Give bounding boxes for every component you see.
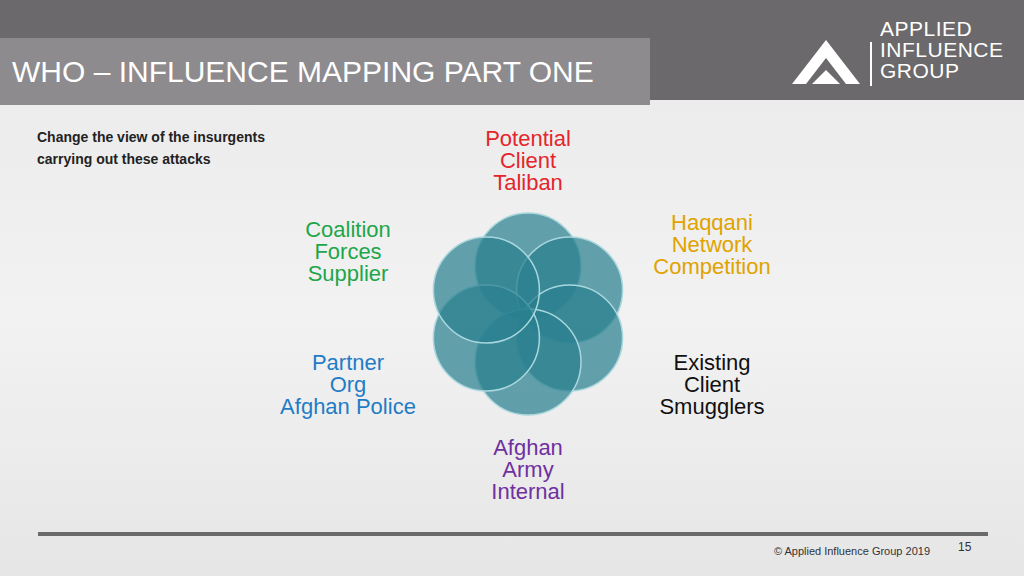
stakeholder-label: Supplier xyxy=(248,263,448,285)
page-number: 15 xyxy=(958,540,971,554)
stakeholder-group: Partner OrgAfghan Police xyxy=(248,352,448,418)
stakeholder-group: Existing ClientSmugglers xyxy=(612,352,812,418)
stakeholder-group: Haqqani NetworkCompetition xyxy=(612,212,812,278)
footer-rule xyxy=(38,532,988,536)
stakeholder-label: Coalition Forces xyxy=(298,219,398,263)
intro-note: Change the view of the insurgents carryi… xyxy=(37,126,292,170)
stakeholder-group: Coalition ForcesSupplier xyxy=(248,219,448,285)
slide-title: WHO – INFLUENCE MAPPING PART ONE xyxy=(12,52,594,92)
stakeholder-label: Haqqani Network xyxy=(662,212,762,256)
stakeholder-label: Afghan Police xyxy=(248,396,448,418)
logo-mark xyxy=(792,40,860,84)
stakeholder-label: Smugglers xyxy=(612,396,812,418)
influence-rosette xyxy=(433,213,622,415)
stakeholder-label: Existing Client xyxy=(662,352,762,396)
stakeholder-label: Taliban xyxy=(428,172,628,194)
logo-text: APPLIED INFLUENCE GROUP xyxy=(880,18,1002,81)
logo-divider xyxy=(870,42,872,86)
stakeholder-group: Afghan ArmyInternal xyxy=(428,437,628,503)
stakeholder-label: Partner Org xyxy=(298,352,398,396)
stakeholder-label: Competition xyxy=(612,256,812,278)
stakeholder-label: Afghan Army xyxy=(478,437,578,481)
stakeholder-label: Internal xyxy=(428,481,628,503)
footer-copyright: © Applied Influence Group 2019 xyxy=(700,544,930,558)
title-panel xyxy=(0,38,650,105)
stakeholder-label: Potential Client xyxy=(478,128,578,172)
stakeholder-group: Potential ClientTaliban xyxy=(428,128,628,194)
